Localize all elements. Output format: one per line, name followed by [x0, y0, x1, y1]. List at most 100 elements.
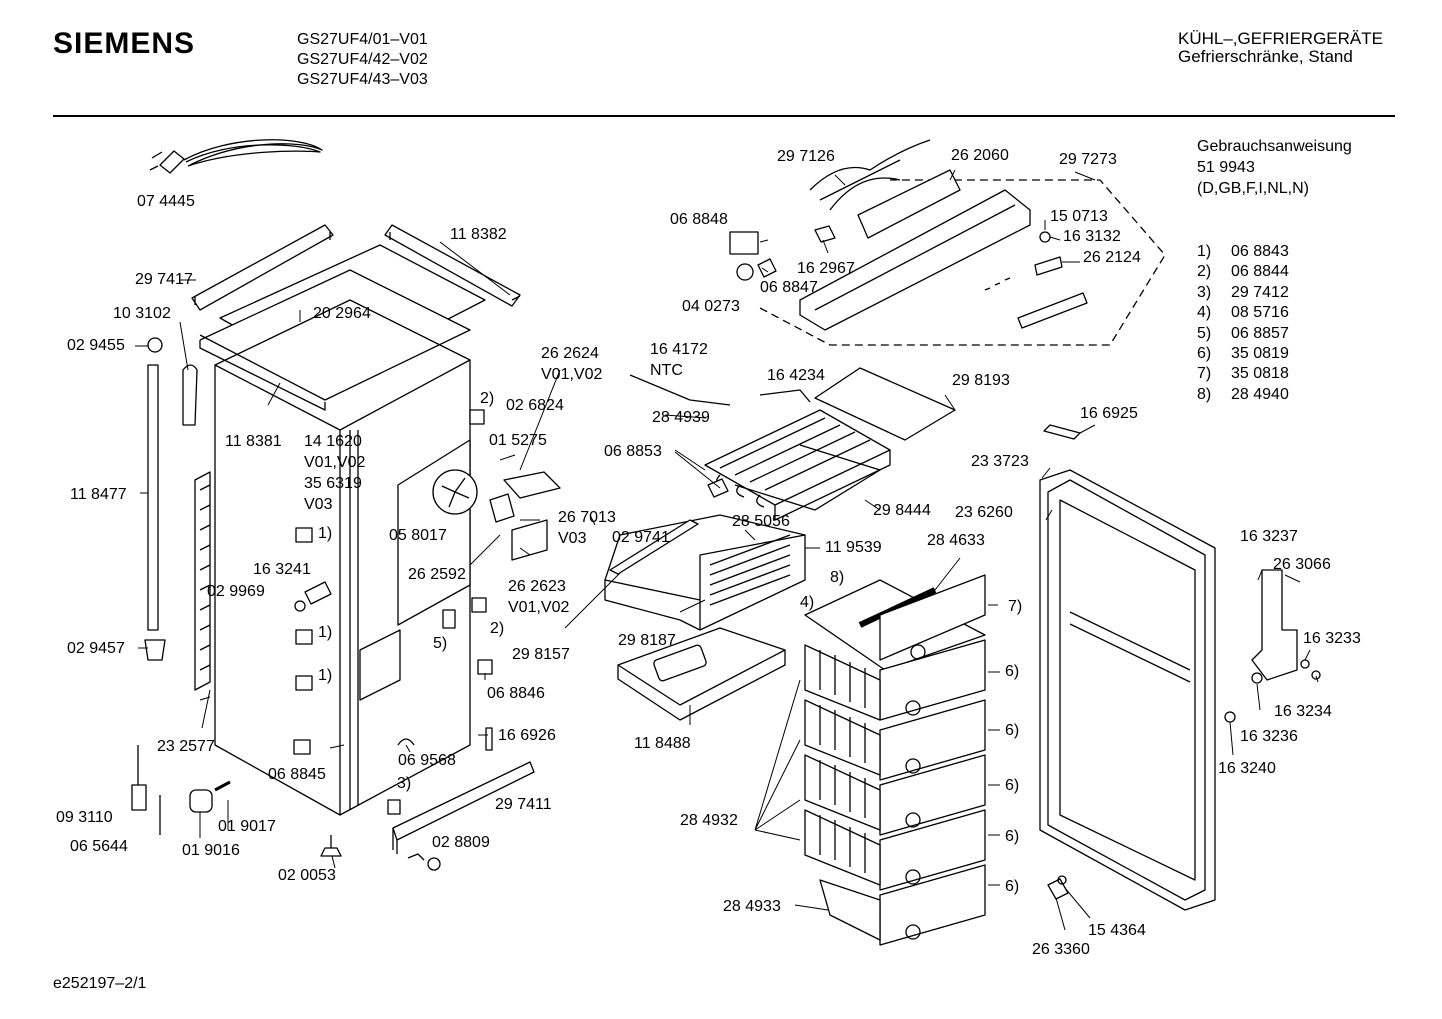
part-label: 07 4445 — [137, 193, 195, 210]
part-label: 23 6260 — [955, 504, 1013, 521]
part-label: 06 8853 — [604, 443, 662, 460]
part-label: 16 3132 — [1063, 228, 1121, 245]
control-group-outline — [759, 179, 1166, 346]
part-label: 28 4633 — [927, 532, 985, 549]
footnote-list: 1)06 8843 2)06 8844 3)29 7412 4)08 5716 … — [1197, 242, 1289, 405]
cap-297412 — [387, 799, 401, 815]
note-marker: 5) — [433, 635, 448, 652]
note-marker: 6) — [1005, 722, 1020, 739]
cap-019016 — [189, 789, 213, 813]
model-number-1: GS27UF4/01–V01 — [297, 31, 428, 48]
part-label: 29 7411 — [495, 796, 552, 813]
screw-028809 — [407, 853, 425, 861]
clip-166926 — [485, 727, 493, 751]
part-label: 11 8488 — [634, 735, 691, 752]
category-title: KÜHL–,GEFRIERGERÄTE — [1178, 29, 1383, 48]
part-label: 28 4933 — [723, 898, 781, 915]
part-label: 09 3110 — [56, 809, 113, 826]
part-label: 02 6824 — [506, 397, 564, 414]
clip-8 — [442, 609, 456, 629]
kick-plate-side — [392, 828, 398, 854]
part-label: 06 8848 — [670, 211, 728, 228]
bushing-163236 — [1251, 672, 1263, 684]
model-number-2: GS27UF4/42–V02 — [297, 51, 428, 68]
part-label: 29 8187 — [618, 632, 676, 649]
note-marker: 1) — [318, 525, 333, 542]
bracket-263360 — [1047, 878, 1069, 900]
part-label: 26 2060 — [951, 147, 1009, 164]
part-label: 26 3360 — [1032, 941, 1090, 958]
header-divider — [53, 115, 1395, 117]
document-code: e252197–2/1 — [53, 975, 147, 992]
part-label: 28 5056 — [732, 513, 790, 530]
part-label: 11 8477 — [70, 486, 127, 503]
part-label: 06 8846 — [487, 685, 545, 702]
part-label: 02 9457 — [67, 640, 125, 657]
part-label: V03 — [304, 496, 333, 513]
part-label: 26 3066 — [1273, 556, 1331, 573]
part-label: V01,V02 — [541, 366, 603, 383]
footnote-row: 6)35 0819 — [1197, 345, 1289, 363]
control-panel-297273 — [799, 189, 1031, 331]
part-label: 02 9455 — [67, 337, 125, 354]
part-label: V01,V02 — [304, 454, 366, 471]
switch-262124 — [1034, 256, 1063, 276]
bracket-162967 — [814, 225, 836, 243]
footnote-row: 3)29 7412 — [1197, 283, 1289, 301]
part-label: 11 8381 — [225, 433, 282, 450]
bottom-tray-118488 — [617, 627, 786, 721]
drain-cap-top — [147, 337, 163, 353]
part-label: 26 2624 — [541, 345, 599, 362]
note-marker: 1) — [318, 624, 333, 641]
fan-assembly — [397, 439, 478, 626]
part-label: 14 1620 — [304, 433, 362, 450]
knob-150713 — [1039, 231, 1051, 243]
holder-298157 — [609, 519, 699, 575]
part-label: 16 3240 — [1218, 760, 1276, 777]
model-number-3: GS27UF4/43–V03 — [297, 71, 428, 88]
relay-068848 — [729, 231, 759, 255]
part-label: V03 — [558, 530, 587, 547]
part-label: 16 6925 — [1080, 405, 1138, 422]
part-label: 06 8845 — [268, 766, 326, 783]
grommet-029969 — [294, 600, 306, 612]
note-marker: 7) — [1008, 598, 1023, 615]
fan-motor-262592 — [489, 493, 515, 523]
part-label: 16 3237 — [1240, 528, 1298, 545]
footnote-row: 7)35 0818 — [1197, 365, 1289, 383]
part-label: 16 3233 — [1303, 630, 1361, 647]
basket-drawers — [804, 574, 986, 946]
part-label: 11 9539 — [825, 539, 882, 556]
spring-019017 — [214, 780, 231, 792]
note-marker: 6) — [1005, 878, 1020, 895]
drip-tray — [604, 514, 806, 631]
hinge-263066 — [1251, 569, 1298, 681]
part-label: 26 2623 — [508, 578, 566, 595]
note-marker: 2) — [480, 390, 495, 407]
part-label: 20 2964 — [313, 305, 371, 322]
part-label: 02 0053 — [278, 867, 336, 884]
drain-elbow — [182, 364, 198, 426]
power-cable-drawing — [149, 139, 323, 174]
clip-5 — [469, 409, 485, 425]
drain-cap-bottom — [144, 639, 166, 661]
clip-3 — [295, 675, 313, 691]
part-label: 05 8017 — [389, 527, 447, 544]
part-label: 23 3723 — [971, 453, 1029, 470]
footnote-row: 2)06 8844 — [1197, 263, 1289, 281]
bracket-262623 — [511, 519, 548, 561]
part-label: 29 7417 — [135, 271, 193, 288]
part-label: 28 4939 — [652, 409, 710, 426]
drain-tube — [147, 364, 159, 631]
part-label: 06 9568 — [398, 752, 456, 769]
part-label: 01 9016 — [182, 842, 240, 859]
clip-068853 — [707, 478, 729, 498]
part-label: 01 5275 — [489, 432, 547, 449]
part-label: 04 0273 — [682, 298, 740, 315]
part-label: 35 6319 — [304, 475, 362, 492]
note-marker: 4) — [800, 594, 815, 611]
category-subtitle: Gefrierschränke, Stand — [1178, 47, 1353, 66]
pcb-262060 — [857, 169, 961, 239]
clip-069568 — [397, 738, 415, 746]
manual-title: Gebrauchsanweisung — [1197, 138, 1352, 155]
